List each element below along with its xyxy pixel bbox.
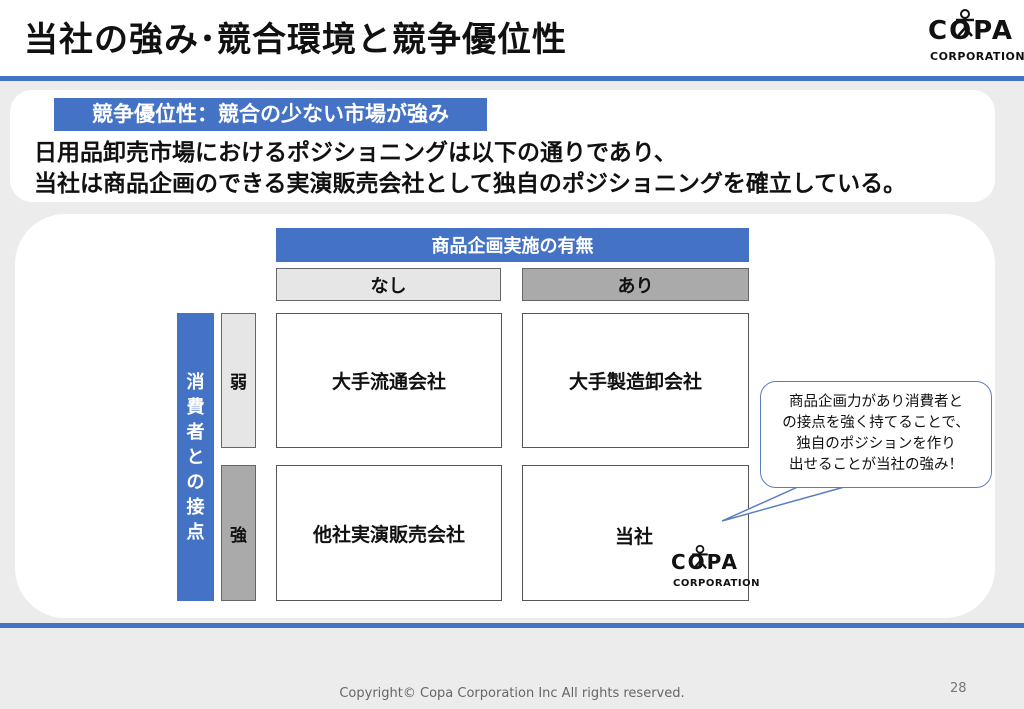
callout-line: の接点を強く持てることで、 bbox=[782, 415, 970, 431]
logo-sub-text: CORPORATION bbox=[673, 578, 760, 589]
callout-line: 出せることが当社の強み！ bbox=[789, 457, 963, 473]
intro-text: 日用品卸売市場におけるポジショニングは以下の通りであり、 当社は商品企画のできる… bbox=[34, 138, 906, 200]
row-header-char: と bbox=[186, 446, 205, 468]
row-header-char: 接 bbox=[186, 496, 205, 518]
callout-line: 商品企画力があり消費者と bbox=[789, 394, 963, 410]
row-header-char: 消 bbox=[186, 371, 205, 393]
logo-sub-text: CORPORATION bbox=[930, 50, 1024, 63]
copa-logo-small: COPA CORPORATION bbox=[671, 544, 759, 596]
column-header: 商品企画実施の有無 bbox=[276, 228, 749, 262]
cell-strong-none: 他社実演販売会社 bbox=[276, 465, 502, 601]
section-tag: 競争優位性：競合の少ない市場が強み bbox=[54, 98, 487, 131]
callout-bubble: 商品企画力があり消費者と の接点を強く持てることで、 独自のポジションを作り 出… bbox=[760, 381, 992, 488]
page-number: 28 bbox=[950, 681, 967, 696]
row-header-char: 点 bbox=[186, 521, 205, 543]
intro-line-1: 日用品卸売市場におけるポジショニングは以下の通りであり、 bbox=[34, 140, 677, 166]
callout-line: 独自のポジションを作り bbox=[796, 436, 956, 452]
footer-rule bbox=[0, 623, 1024, 628]
row-weak: 弱 bbox=[221, 313, 256, 448]
column-some: あり bbox=[522, 268, 749, 301]
slide-header bbox=[0, 0, 1024, 78]
cell-weak-some: 大手製造卸会社 bbox=[522, 313, 749, 448]
row-strong: 強 bbox=[221, 465, 256, 601]
column-none: なし bbox=[276, 268, 501, 301]
header-rule bbox=[0, 76, 1024, 81]
cell-weak-none: 大手流通会社 bbox=[276, 313, 502, 448]
row-header: 消 費 者 と の 接 点 bbox=[177, 313, 214, 601]
slide-title: 当社の強み･競合環境と競争優位性 bbox=[24, 20, 567, 60]
copyright-text: Copyright© Copa Corporation Inc All righ… bbox=[339, 686, 685, 701]
copa-logo: COPA CORPORATION bbox=[928, 9, 1024, 66]
row-header-char: の bbox=[186, 471, 205, 493]
mascot-icon bbox=[956, 9, 974, 37]
cell-strong-some: 当社 COPA CORPORATION bbox=[522, 465, 759, 601]
mascot-icon bbox=[692, 544, 708, 569]
row-header-char: 者 bbox=[186, 421, 205, 443]
intro-line-2: 当社は商品企画のできる実演販売会社として独自のポジショニングを確立している。 bbox=[34, 171, 907, 197]
row-header-char: 費 bbox=[186, 396, 205, 418]
cell-strong-some-label: 当社 bbox=[615, 526, 654, 548]
